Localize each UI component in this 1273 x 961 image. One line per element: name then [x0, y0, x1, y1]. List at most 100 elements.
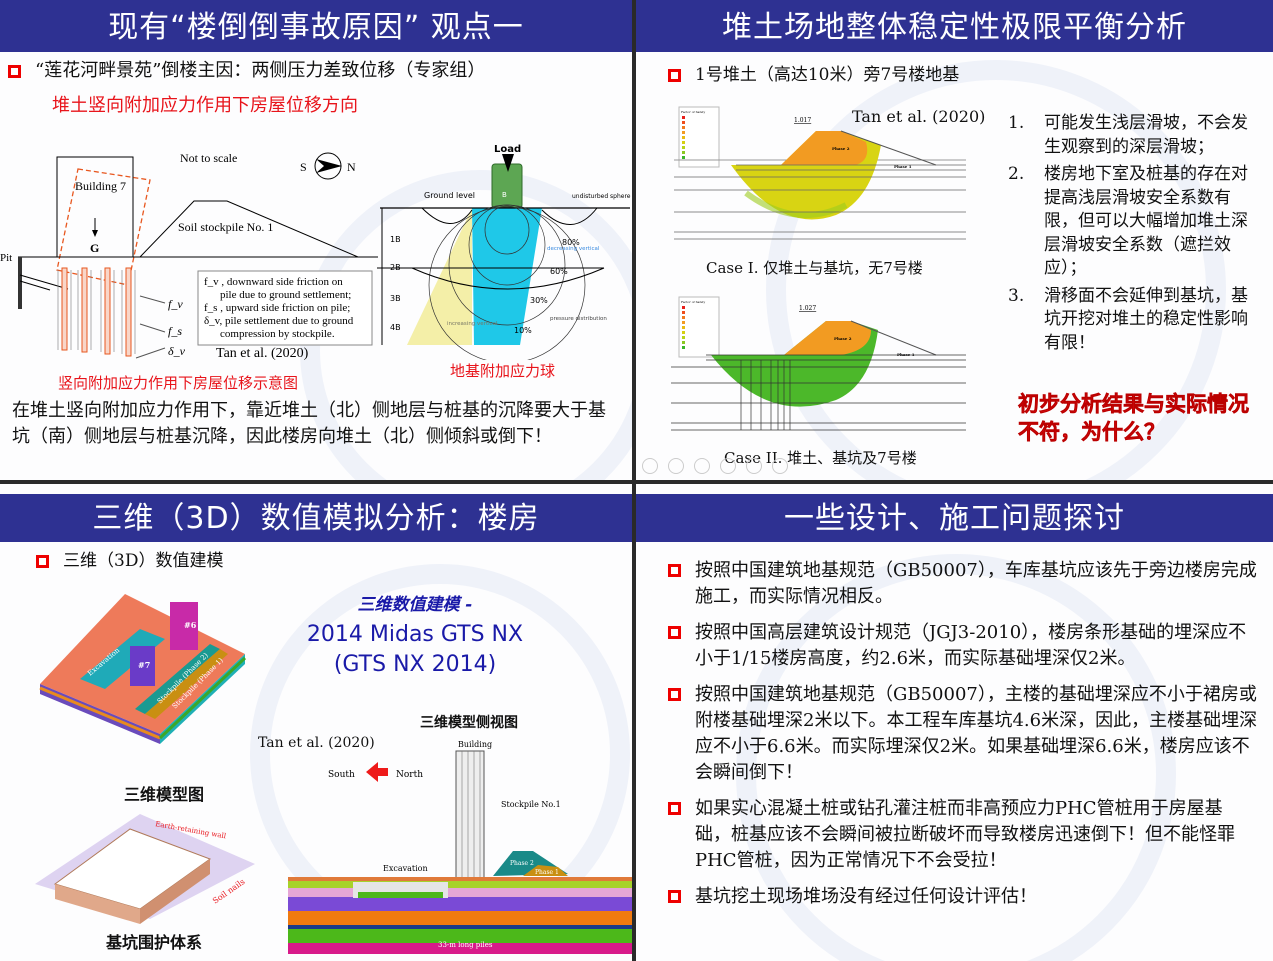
svg-text:Phase 2: Phase 2	[832, 146, 850, 151]
svg-text:Stockpile No.1: Stockpile No.1	[501, 800, 561, 809]
case2-slope-stability-plot: Factor of Safety 1.027 Phase 2 Phase 1	[671, 296, 966, 431]
issues-list: 按照中国建筑地基规范（GB50007），车库基坑应该先于旁边楼房完成施工，而实际…	[668, 558, 1258, 910]
svg-text:80%: 80%	[562, 238, 580, 247]
svg-text:pile due to ground settlement;: pile due to ground settlement;	[220, 289, 351, 301]
svg-text:Soil stockpile No. 1: Soil stockpile No. 1	[178, 220, 273, 234]
slide-1: 现有“楼倒倒事故原因” 观点一 “莲花河畔景苑”倒楼主因：两侧压力差致位移（专家…	[0, 0, 632, 480]
bullet-square-icon	[668, 69, 681, 82]
svg-text:δ_v: δ_v	[168, 344, 186, 358]
svg-text:1.027: 1.027	[799, 305, 816, 312]
conclusion-text: 在堆土竖向附加应力作用下，靠近堆土（北）侧地层与桩基的沉降要大于基坑（南）侧地层…	[12, 400, 606, 447]
figure-caption-right: 地基附加应力球	[450, 362, 556, 380]
svg-text:Building 7: Building 7	[75, 179, 126, 193]
bullet-square-icon	[668, 802, 681, 815]
bullet-text: 1号堆土（高达10米）旁7号楼地基	[695, 65, 960, 85]
retaining-wall-image: Earth-retaining wall Soil nails	[35, 814, 255, 924]
svg-text:Phase 2: Phase 2	[834, 336, 852, 341]
3d-model-image: #6 #7 Excavation Stockpile (Phase 2) Sto…	[39, 594, 247, 744]
bullet-square-icon	[668, 890, 681, 903]
slide-title: 三维（3D）数值模拟分析：楼房	[0, 494, 632, 542]
more-icon[interactable]	[772, 458, 788, 474]
bullet-item: “莲花河畔景苑”倒楼主因：两侧压力差致位移（专家组）	[8, 58, 485, 84]
svg-text:Factor of Safety: Factor of Safety	[681, 300, 706, 304]
svg-text:decreasing vertical: decreasing vertical	[547, 246, 600, 252]
svg-text:Phase 1: Phase 1	[894, 164, 912, 169]
svg-text:f_s: f_s	[168, 324, 182, 338]
svg-text:f_v , downward side friction o: f_v , downward side friction on	[204, 276, 343, 288]
software-label: 三维数值建模 - 2014 Midas GTS NX (GTS NX 2014)	[306, 595, 524, 677]
svg-text:B: B	[502, 191, 507, 199]
issue-item: 按照中国建筑地基规范（GB50007），主楼的基础埋深应不小于裙房或附楼基础埋深…	[668, 682, 1258, 786]
bullet-item: 三维（3D）数值建模	[36, 548, 223, 574]
bullet-square-icon	[668, 564, 681, 577]
svg-text:increasing vertical: increasing vertical	[447, 321, 498, 327]
svg-text:#7: #7	[138, 660, 150, 670]
svg-text:f_v: f_v	[168, 297, 183, 311]
svg-text:Pit: Pit	[0, 252, 12, 264]
bullet-text: “莲花河畔景苑”倒楼主因：两侧压力差致位移（专家组）	[35, 60, 486, 81]
svg-text:undisturbed sphere: undisturbed sphere	[572, 193, 631, 200]
svg-text:S: S	[300, 160, 307, 174]
compass-arrow-icon	[316, 159, 342, 173]
svg-text:f_s , upward side friction on: f_s , upward side friction on pile;	[204, 302, 350, 314]
svg-text:Load: Load	[494, 144, 521, 155]
issue-item: 按照中国建筑地基规范（GB50007），车库基坑应该先于旁边楼房完成施工，而实际…	[668, 558, 1258, 610]
bullet-square-icon	[8, 64, 21, 78]
svg-text:#6: #6	[184, 620, 197, 630]
bullet-square-icon	[36, 555, 49, 568]
issue-item: 按照中国高层建筑设计规范（JGJ3-2010），楼房条形基础的埋深应不小于1/1…	[668, 620, 1258, 672]
zoom-icon[interactable]	[746, 458, 762, 474]
next-slide-icon[interactable]	[668, 458, 684, 474]
wall-caption: 基坑围护体系	[106, 933, 203, 952]
figure-caption-left: 竖向附加应力作用下房屋位移示意图	[58, 374, 299, 392]
svg-text:10%: 10%	[514, 326, 532, 335]
highlight-question: 初步分析结果与实际情况不符，为什么？	[1018, 392, 1250, 445]
svg-text:33-m long piles: 33-m long piles	[438, 941, 493, 949]
svg-text:Factor of Safety: Factor of Safety	[681, 110, 706, 114]
slide-title: 堆土场地整体稳定性极限平衡分析	[636, 0, 1273, 52]
issue-item: 基坑挖土现场堆场没有经过任何设计评估！	[668, 884, 1258, 910]
model-caption: 三维模型图	[124, 785, 205, 804]
svg-text:30%: 30%	[530, 296, 548, 305]
slideshow-nav-controls	[642, 458, 788, 474]
svg-text:North: North	[396, 770, 423, 780]
pen-icon[interactable]	[694, 458, 710, 474]
finding-item: 1.可能发生浅层滑坡，不会发生观察到的深层滑坡；	[1008, 113, 1248, 157]
bullet-text: 三维（3D）数值建模	[63, 551, 224, 571]
slide-2: 堆土场地整体稳定性极限平衡分析 1号堆土（高达10米）旁7号楼地基 Tan et…	[636, 0, 1273, 480]
svg-text:Excavation: Excavation	[383, 864, 428, 873]
building-displacement-diagram: Not to scale S N Building 7 G Soil stock…	[0, 151, 378, 361]
3d-model-side-view: South North Building Stockpile No.1 Phas…	[288, 740, 632, 954]
svg-text:Tan et al. (2020): Tan et al. (2020)	[216, 346, 309, 361]
bullet-square-icon	[668, 626, 681, 639]
svg-text:Ground level: Ground level	[424, 191, 475, 200]
svg-text:G: G	[90, 241, 99, 255]
slide-title: 一些设计、施工问题探讨	[636, 494, 1273, 542]
svg-text:δ_v, pile settlement due to gr: δ_v, pile settlement due to ground	[204, 315, 354, 327]
slide-4: 一些设计、施工问题探讨 按照中国建筑地基规范（GB50007），车库基坑应该先于…	[636, 484, 1273, 961]
svg-text:Not to scale: Not to scale	[180, 151, 237, 165]
svg-text:3B: 3B	[390, 294, 401, 303]
svg-text:compression by stockpile.: compression by stockpile.	[220, 328, 335, 340]
bullet-item: 1号堆土（高达10米）旁7号楼地基	[668, 62, 959, 88]
svg-text:South: South	[328, 770, 355, 780]
stress-bulb-diagram: Load B Ground level undisturbed sphere 1…	[377, 144, 631, 360]
side-view-title: 三维模型侧视图	[420, 715, 518, 731]
svg-text:4B: 4B	[390, 323, 401, 332]
citation: Tan et al. (2020)	[258, 735, 375, 751]
slide-3: 三维（3D）数值模拟分析：楼房 三维（3D）数值建模 #6 #7 Excavat…	[0, 484, 632, 961]
svg-text:60%: 60%	[550, 267, 568, 276]
svg-text:1B: 1B	[390, 235, 401, 244]
slide-title: 现有“楼倒倒事故原因” 观点一	[0, 0, 632, 52]
bullet-square-icon	[668, 688, 681, 701]
case1-slope-stability-plot: Factor of Safety 1.017 Phase 2 Phase 1	[674, 106, 966, 240]
issue-item: 如果实心混凝土桩或钻孔灌注桩而非高预应力PHC管桩用于房屋基础，桩基应该不会瞬间…	[668, 796, 1258, 874]
svg-text:Phase 1: Phase 1	[535, 869, 559, 876]
slides-grid-icon[interactable]	[720, 458, 736, 474]
prev-slide-icon[interactable]	[642, 458, 658, 474]
svg-text:1.017: 1.017	[794, 117, 811, 124]
findings-list: 1.可能发生浅层滑坡，不会发生观察到的深层滑坡； 2.楼房地下室及桩基的存在对提…	[1008, 112, 1258, 359]
svg-text:pressure distribution: pressure distribution	[550, 316, 607, 322]
subheading: 堆土竖向附加应力作用下房屋位移方向	[52, 95, 358, 116]
finding-item: 3.滑移面不会延伸到基坑，基坑开挖对堆土的稳定性影响有限！	[1008, 285, 1248, 353]
